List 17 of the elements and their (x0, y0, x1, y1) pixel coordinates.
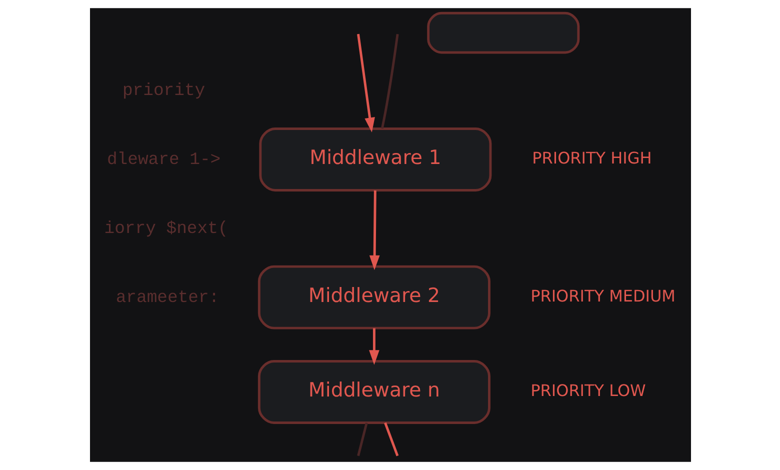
node-box: Middleware n (257, 360, 490, 424)
arrow (368, 190, 380, 270)
node-label: PRIORITY HIGH (532, 148, 652, 168)
node-box: Middleware 1 (258, 128, 492, 192)
node-label: PRIORITY MEDIUM (530, 286, 675, 306)
label: arameeter: (115, 288, 219, 308)
node-box (426, 12, 580, 54)
label: priority (122, 82, 205, 102)
arrow (356, 34, 374, 132)
label: dleware 1-> (106, 151, 220, 170)
label: iorry $next( (104, 220, 228, 239)
node-box: Middleware 2 (257, 265, 490, 330)
connector (356, 422, 368, 456)
connector (380, 34, 398, 129)
connector (384, 422, 398, 456)
node-label: PRIORITY LOW (530, 381, 646, 400)
arrow (368, 328, 379, 365)
